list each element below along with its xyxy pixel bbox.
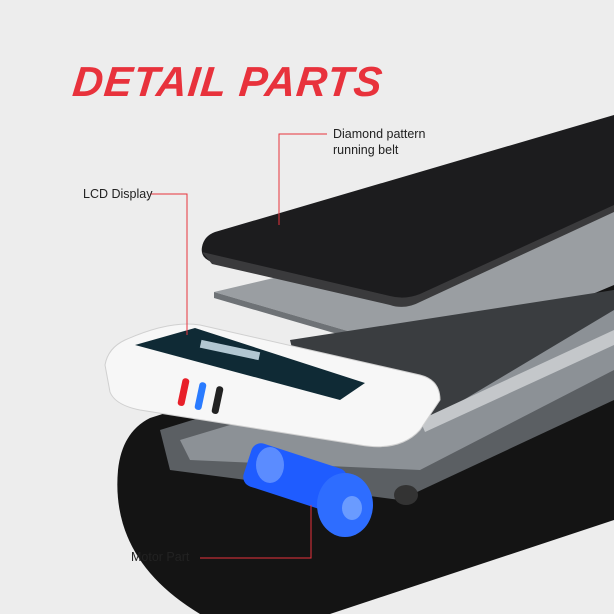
- roller: [394, 485, 418, 505]
- belt-leader-line: [278, 133, 327, 225]
- motor-leader-line: [200, 505, 312, 559]
- lcd-digits: [199, 339, 261, 361]
- belt-label-line2: running belt: [333, 143, 399, 157]
- belt-label-line1: Diamond pattern: [333, 127, 426, 141]
- lcd-label: LCD Display: [83, 187, 153, 201]
- side-rail: [420, 330, 614, 432]
- lcd-screen: [135, 328, 365, 400]
- page-title: DETAIL PARTS: [70, 58, 386, 105]
- lcd-leader-line: [150, 193, 188, 335]
- motor-label: Motor Part: [131, 550, 190, 564]
- stripe-black: [211, 386, 224, 414]
- stripe-red: [177, 378, 190, 406]
- motor: [243, 443, 373, 537]
- running-belt-edge: [202, 205, 614, 307]
- stripe-blue: [194, 382, 207, 410]
- belt-label: Diamond pattern running belt: [333, 126, 425, 158]
